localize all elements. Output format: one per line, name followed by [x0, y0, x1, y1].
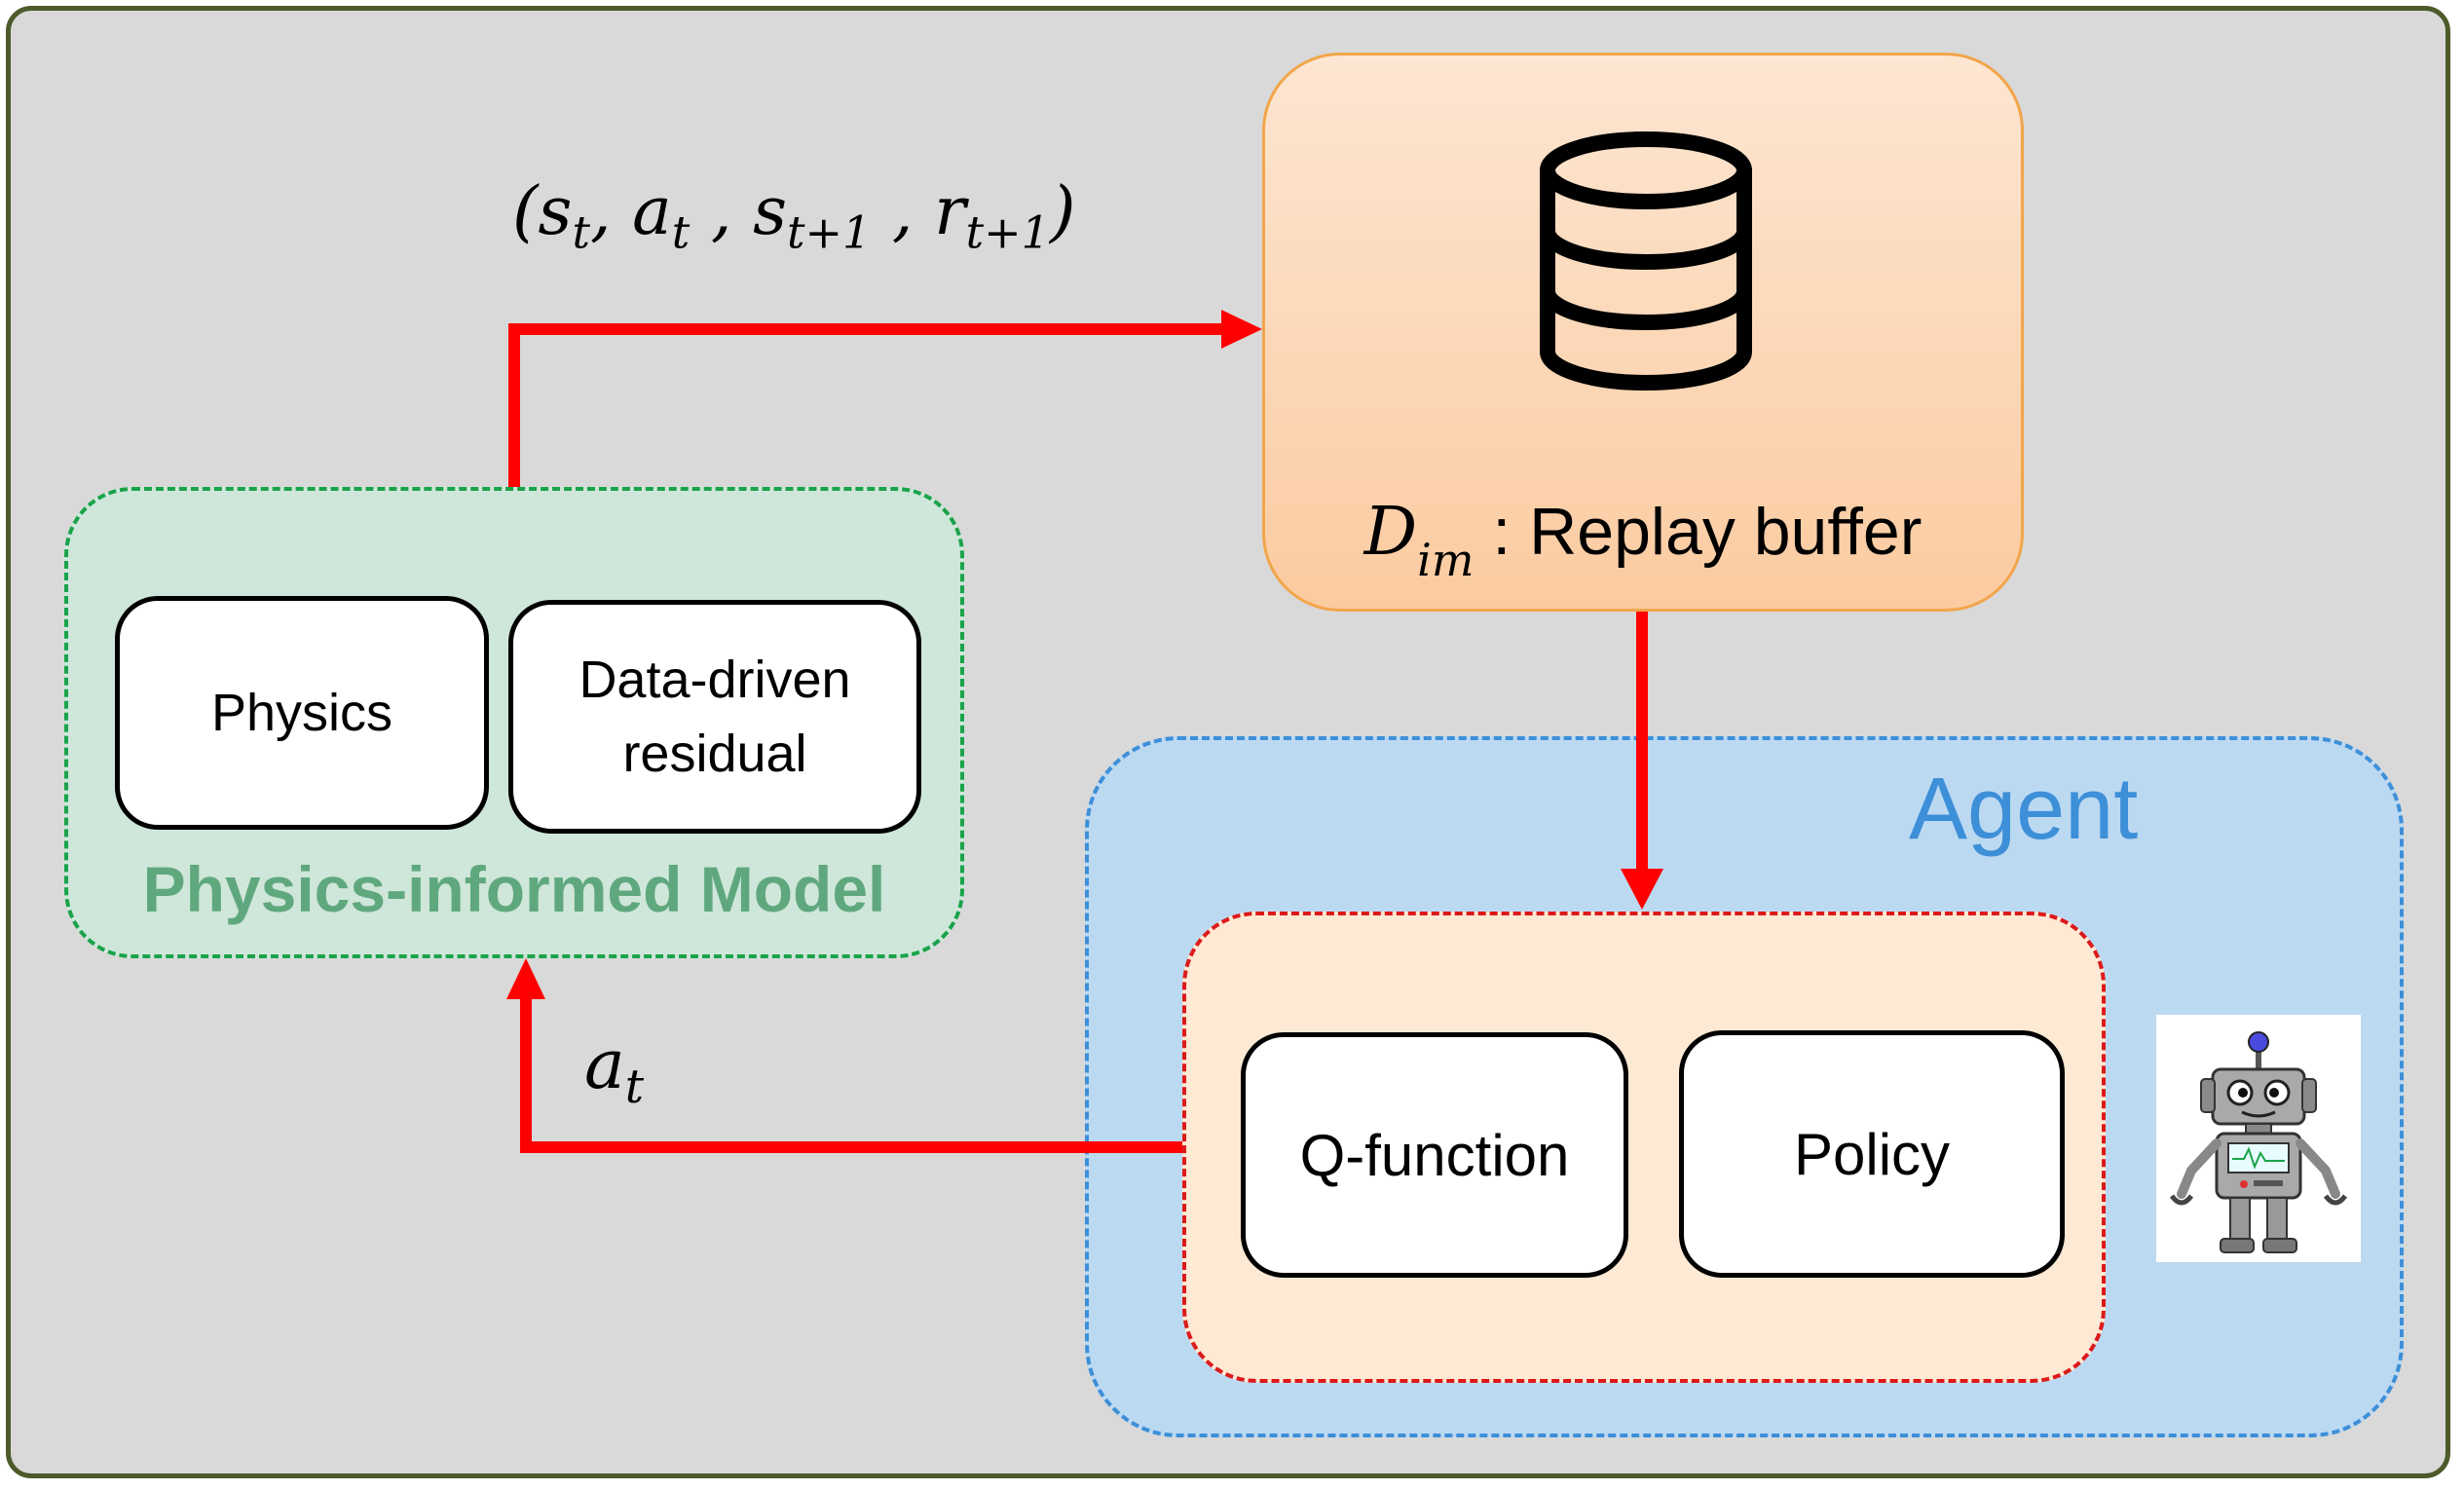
residual-box-line1: Data-driven: [579, 651, 851, 709]
tuple-s-next: s: [753, 173, 787, 250]
buffer-label-text: : Replay buffer: [1492, 495, 1923, 569]
tuple-r-sub: t+1: [965, 205, 1050, 259]
tuple-r: r: [934, 173, 966, 250]
policy-label: Policy: [1793, 1121, 1951, 1187]
physics-box: Physics: [115, 596, 489, 830]
action-subscript: t: [624, 1060, 645, 1114]
arrowhead-to-buffer: [1221, 310, 1262, 349]
arrowhead-to-agent: [1621, 869, 1663, 910]
residual-box-line2: residual: [622, 725, 807, 783]
physics-box-label: Physics: [210, 684, 393, 742]
tuple-s-sub: t: [572, 205, 590, 259]
replay-buffer-label: Dim : Replay buffer: [1265, 494, 2021, 586]
model-to-buffer-arrow: [508, 323, 1225, 487]
physics-informed-model-title: Physics-informed Model: [142, 853, 886, 925]
action-label: at: [584, 1024, 644, 1114]
robot-icon: [2169, 1031, 2348, 1253]
replay-buffer-box: Dim : Replay buffer: [1262, 53, 2024, 612]
agent-to-model-arrow: [520, 993, 1182, 1153]
q-function-box: Q-function: [1241, 1032, 1628, 1278]
action-symbol: a: [584, 1024, 625, 1104]
q-function-label: Q-function: [1299, 1122, 1570, 1188]
transition-tuple-label: (st, at , st+1 , rt+1): [512, 173, 1076, 259]
arrowhead-to-model: [506, 958, 545, 999]
robot-card: [2156, 1015, 2361, 1262]
data-driven-residual-box: Data-driven residual: [508, 600, 921, 834]
tuple-s: s: [538, 173, 573, 250]
policy-box: Policy: [1679, 1030, 2065, 1278]
database-icon: [1540, 131, 1752, 391]
buffer-symbol-subscript: im: [1417, 534, 1475, 586]
tuple-a-sub: t: [671, 205, 691, 259]
tuple-a: a: [632, 173, 672, 250]
agent-title: Agent: [1909, 761, 2139, 858]
buffer-symbol: D: [1363, 494, 1418, 571]
tuple-s-next-sub: t+1: [786, 205, 872, 259]
